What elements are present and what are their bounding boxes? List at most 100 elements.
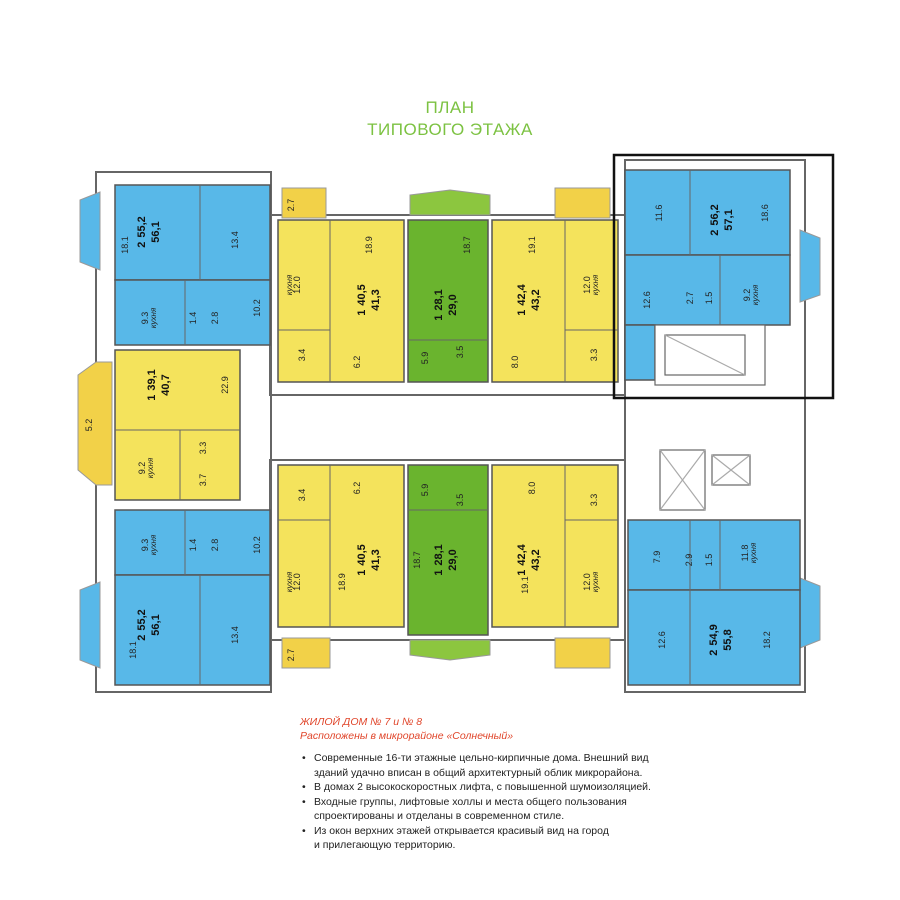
svg-text:3.3: 3.3 bbox=[589, 494, 599, 507]
info-heading: ЖИЛОЙ ДОМ № 7 и № 8 bbox=[300, 716, 423, 728]
svg-text:2.9: 2.9 bbox=[684, 554, 694, 567]
svg-text:5.2: 5.2 bbox=[84, 419, 94, 432]
apt-ml-labels: 139,1 40,7 22.9 9.2 кухня 3.3 3.7 5.2 bbox=[84, 369, 230, 486]
info-bullet-line: Из окон верхних этажей открывается краси… bbox=[314, 824, 609, 837]
info-bullet-line: Входные группы, лифтовые холлы и места о… bbox=[314, 795, 627, 808]
info-list: Современные 16-ти этажные цельно-кирпичн… bbox=[300, 751, 720, 853]
svg-text:2.8: 2.8 bbox=[210, 312, 220, 325]
svg-text:29,0: 29,0 bbox=[447, 549, 459, 570]
partitions bbox=[115, 170, 721, 685]
svg-text:41,3: 41,3 bbox=[370, 289, 382, 310]
svg-text:256,2: 256,2 bbox=[709, 204, 721, 236]
apt-y3-labels: 140,5 41,3 18.9 кухня 12.0 6.2 3.4 bbox=[285, 482, 382, 592]
info-subheading: Расположены в микрорайоне «Солнечный» bbox=[300, 730, 514, 742]
svg-text:18.7: 18.7 bbox=[412, 551, 422, 569]
svg-text:254,9: 254,9 bbox=[708, 624, 720, 656]
svg-text:56,1: 56,1 bbox=[150, 614, 162, 635]
svg-text:56,1: 56,1 bbox=[150, 221, 162, 242]
apartment-g1 bbox=[407, 219, 489, 383]
apartment-tl bbox=[114, 184, 271, 346]
svg-text:12.0: 12.0 bbox=[582, 276, 592, 294]
apt-bl-labels: 255,2 56,1 18.1 13.4 9.3 кухня 10.2 1.4 … bbox=[128, 534, 296, 661]
svg-text:кухня: кухня bbox=[149, 307, 158, 328]
svg-text:1.4: 1.4 bbox=[188, 312, 198, 325]
svg-text:12.0: 12.0 bbox=[582, 573, 592, 591]
highlight-frame bbox=[612, 153, 835, 400]
apt-tl-labels: 255,2 56,1 18.1 13.4 9.3 кухня 10.2 1.4 … bbox=[120, 199, 296, 328]
svg-text:43,2: 43,2 bbox=[530, 549, 542, 570]
svg-text:8.0: 8.0 bbox=[527, 482, 537, 495]
svg-text:9.2: 9.2 bbox=[137, 462, 147, 475]
info-bullet-line: спроектированы и отделаны в современном … bbox=[314, 810, 565, 822]
apt-tr-labels: 256,2 57,1 11.6 18.6 12.6 9.2 кухня 2.7 … bbox=[642, 204, 770, 309]
stair-core bbox=[654, 324, 766, 511]
info-bullet: Входные группы, лифтовые холлы и места о… bbox=[302, 795, 720, 824]
floor-plan: 255,2 56,1 18.1 13.4 9.3 кухня 10.2 1.4 … bbox=[77, 153, 835, 693]
svg-text:3.5: 3.5 bbox=[455, 494, 465, 507]
svg-text:18.6: 18.6 bbox=[760, 204, 770, 222]
svg-text:12.0: 12.0 bbox=[292, 276, 302, 294]
apt-br-labels: 254,9 55,8 7.9 11.8 кухня 12.6 18.2 2.9 … bbox=[652, 542, 772, 656]
svg-text:43,2: 43,2 bbox=[530, 289, 542, 310]
svg-text:18.2: 18.2 bbox=[762, 631, 772, 649]
apartment-tr bbox=[624, 169, 791, 381]
svg-text:8.0: 8.0 bbox=[510, 356, 520, 369]
info-bullet-line: зданий удачно вписан в общий архитектурн… bbox=[314, 766, 643, 779]
svg-text:кухня: кухня bbox=[285, 571, 294, 592]
svg-text:6.2: 6.2 bbox=[352, 356, 362, 369]
apartment-y4 bbox=[491, 464, 619, 628]
apartment-y2 bbox=[491, 219, 619, 383]
plan-title-line2: ТИПОВОГО ЭТАЖА bbox=[367, 120, 533, 139]
svg-text:12.6: 12.6 bbox=[657, 631, 667, 649]
info-bullet-line: Современные 16-ти этажные цельно-кирпичн… bbox=[314, 752, 649, 764]
svg-text:18.1: 18.1 bbox=[128, 641, 138, 659]
svg-text:41,3: 41,3 bbox=[370, 549, 382, 570]
svg-text:9.3: 9.3 bbox=[140, 312, 150, 325]
svg-text:40,7: 40,7 bbox=[160, 374, 172, 395]
svg-text:3.4: 3.4 bbox=[297, 349, 307, 362]
svg-text:140,5: 140,5 bbox=[356, 544, 368, 576]
info-bullet: Из окон верхних этажей открывается краси… bbox=[302, 824, 720, 853]
apartment-y3 bbox=[277, 464, 405, 628]
svg-text:57,1: 57,1 bbox=[723, 209, 735, 230]
apt-g1-labels: 128,1 29,0 18.7 5.9 3.5 bbox=[420, 236, 472, 364]
svg-text:кухня: кухня bbox=[751, 284, 760, 305]
svg-text:139,1: 139,1 bbox=[146, 369, 158, 401]
apt-g2-labels: 128,1 29,0 18.7 5.9 3.5 bbox=[412, 484, 465, 576]
svg-text:142,4: 142,4 bbox=[516, 283, 528, 315]
svg-text:18.7: 18.7 bbox=[462, 236, 472, 254]
svg-text:1.5: 1.5 bbox=[704, 554, 714, 567]
svg-text:7.9: 7.9 bbox=[652, 551, 662, 564]
svg-text:29,0: 29,0 bbox=[447, 294, 459, 315]
svg-text:5.9: 5.9 bbox=[420, 484, 430, 497]
svg-text:кухня: кухня bbox=[285, 274, 294, 295]
apt-y2-labels: 142,4 43,2 19.1 12.0 кухня 8.0 3.3 bbox=[510, 236, 600, 368]
svg-text:18.9: 18.9 bbox=[337, 573, 347, 591]
info-bullet: Современные 16-ти этажные цельно-кирпичн… bbox=[302, 751, 720, 780]
svg-text:5.9: 5.9 bbox=[420, 352, 430, 365]
svg-text:13.4: 13.4 bbox=[230, 231, 240, 249]
svg-text:1.5: 1.5 bbox=[704, 292, 714, 305]
info-bullet-line: и прилегающую территорию. bbox=[314, 839, 456, 851]
apt-y1-labels: 140,5 41,3 18.9 кухня 12.0 6.2 3.4 bbox=[285, 236, 382, 368]
svg-text:9.3: 9.3 bbox=[140, 539, 150, 552]
svg-text:12.6: 12.6 bbox=[642, 291, 652, 309]
svg-text:10.2: 10.2 bbox=[252, 536, 262, 554]
svg-text:кухня: кухня bbox=[591, 571, 600, 592]
svg-text:11.8: 11.8 bbox=[740, 545, 750, 562]
svg-text:128,1: 128,1 bbox=[433, 544, 445, 576]
info-bullet: В домах 2 высокоскоростных лифта, с повы… bbox=[302, 780, 720, 795]
svg-text:10.2: 10.2 bbox=[252, 299, 262, 317]
svg-text:кухня: кухня bbox=[749, 542, 758, 563]
svg-text:12.0: 12.0 bbox=[292, 573, 302, 591]
info-block: ЖИЛОЙ ДОМ № 7 и № 8 Расположены в микрор… bbox=[300, 715, 720, 853]
svg-text:1.4: 1.4 bbox=[188, 539, 198, 552]
apartment-ml bbox=[114, 349, 241, 501]
svg-text:255,2: 255,2 bbox=[136, 216, 148, 248]
svg-text:13.4: 13.4 bbox=[230, 626, 240, 644]
svg-text:3.7: 3.7 bbox=[198, 474, 208, 487]
svg-text:18.9: 18.9 bbox=[364, 236, 374, 254]
svg-text:2.7: 2.7 bbox=[286, 199, 296, 212]
svg-text:19.1: 19.1 bbox=[520, 576, 530, 594]
info-bullet-line: В домах 2 высокоскоростных лифта, с повы… bbox=[314, 781, 651, 793]
